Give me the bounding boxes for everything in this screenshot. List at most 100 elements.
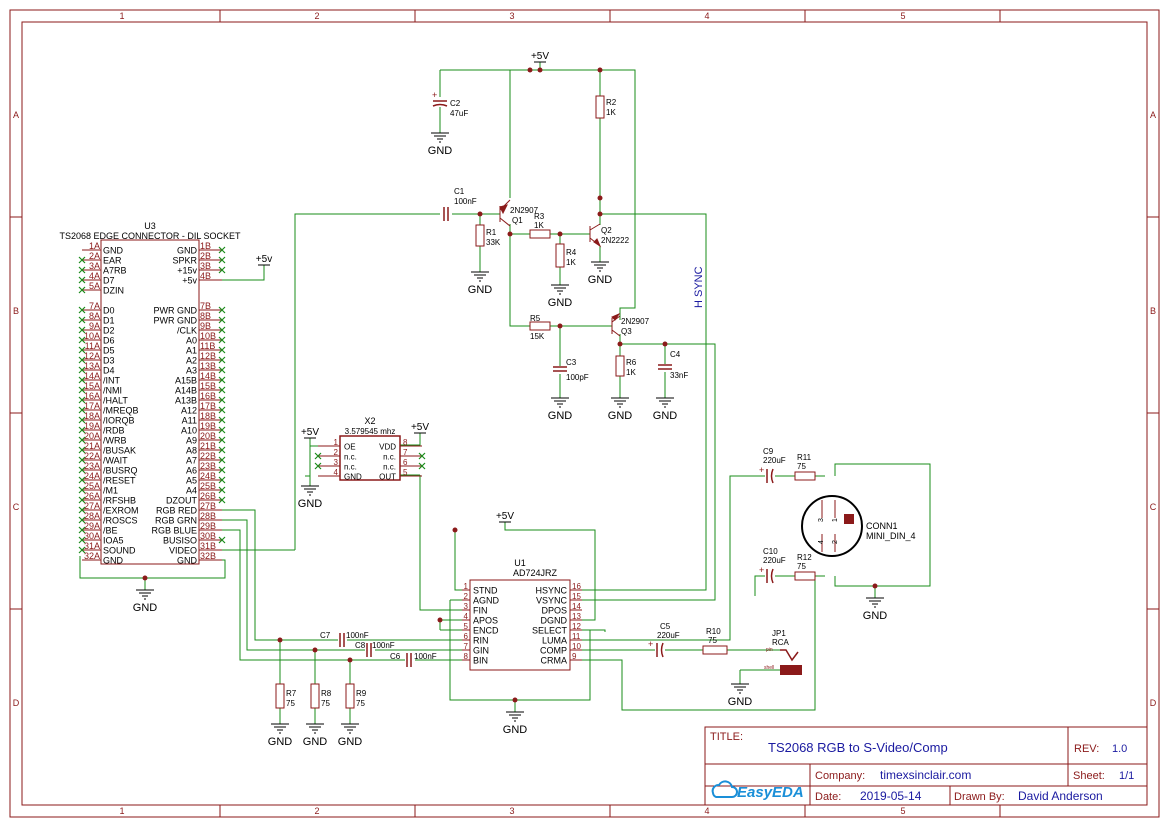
u3-pin-number: 16B [200, 391, 216, 401]
u3-pin-number: 31A [84, 541, 100, 551]
u3-pin-4B: 4B+5v [182, 271, 222, 286]
u3-pin-number: 28A [84, 511, 100, 521]
u3-pin-name: A11 [182, 416, 197, 426]
no-connect-mark [218, 486, 226, 494]
no-connect-mark [418, 452, 426, 460]
u1-pin-number: 16 [572, 582, 581, 591]
no-connect-mark [78, 416, 86, 424]
x2-pin-6: 6n.c. [383, 458, 426, 472]
x2-pin-number: 6 [403, 458, 408, 467]
u3-pin-18A: 18A/IORQB [78, 411, 135, 426]
no-connect-mark [78, 466, 86, 474]
u3-pin-name: EAR [103, 256, 122, 266]
x2-pin-name: VDD [379, 443, 396, 452]
u3-pin-number: 29A [84, 521, 100, 531]
u3-pin-name: /RFSHB [103, 496, 136, 506]
u3-pin-name: RGB RED [156, 506, 198, 516]
u3-pin-number: 15A [84, 381, 100, 391]
resistor-labels: R2 1K R1 33K R3 1K R4 1K R5 15K R6 1K R7… [286, 98, 812, 708]
x2-pin-name: n.c. [344, 453, 357, 462]
r5-value: 15K [530, 332, 545, 341]
no-connect-mark [78, 476, 86, 484]
no-connect-mark [78, 426, 86, 434]
r3-ref: R3 [534, 212, 545, 221]
date-caption: Date: [815, 791, 841, 803]
u3-pin-name: D2 [103, 326, 115, 336]
resistor-r10 [702, 645, 728, 655]
u3-pin-name: IOA5 [103, 536, 124, 546]
ground-symbol: GND [653, 397, 677, 422]
u3-pin-name: /BE [103, 526, 118, 536]
no-connect-mark [78, 516, 86, 524]
ground-symbol: GND [298, 485, 322, 510]
u1-pin-number: 5 [464, 622, 469, 631]
c6-ref: C6 [390, 652, 401, 661]
transistor-q2 [589, 223, 602, 248]
schematic-title: TS2068 RGB to S-Video/Comp [768, 740, 948, 755]
frame-row-label-right: B [1150, 306, 1156, 316]
no-connect-mark [78, 306, 86, 314]
u1-pin-name: HSYNC [535, 586, 567, 596]
u3-pin-number: 30B [200, 531, 216, 541]
u3-pin-name: D6 [103, 336, 115, 346]
edge-connector-u3: U3 TS2068 EDGE CONNECTOR - DIL SOCKET 1A… [59, 221, 241, 566]
c3-ref: C3 [566, 358, 577, 367]
u3-pin-number: 18B [200, 411, 216, 421]
x2-pin-name: OUT [379, 473, 396, 482]
r3-value: 1K [534, 221, 544, 230]
u3-pin-name: RGB BLUE [151, 526, 197, 536]
u3-pin-number: 22B [200, 451, 216, 461]
ground-label: GND [728, 696, 753, 708]
ground-label: GND [548, 297, 573, 309]
resistor-r9 [345, 683, 355, 709]
jp1-value: RCA [772, 638, 790, 647]
u3-pin-name: RGB GRN [155, 516, 197, 526]
rev-value: 1.0 [1112, 743, 1127, 755]
u1-pin-name: STND [473, 586, 498, 596]
u3-pin-number: 27A [84, 501, 100, 511]
r10-ref: R10 [706, 627, 721, 636]
x2-pin-number: 1 [334, 438, 339, 447]
vcc-symbol: +5V [301, 427, 319, 439]
no-connect-mark [78, 356, 86, 364]
c1-ref: C1 [454, 187, 465, 196]
u3-pin-number: 3B [200, 261, 211, 271]
u3-pin-25A: 25A/M1 [78, 481, 118, 496]
c3-value: 100pF [566, 373, 589, 382]
no-connect-mark [78, 346, 86, 354]
frame-row-label-right: D [1150, 698, 1157, 708]
u3-pin-name: A15B [175, 376, 197, 386]
u1-pin-number: 8 [464, 652, 469, 661]
c10-ref: C10 [763, 547, 778, 556]
u3-pin-name: /BUSRQ [103, 466, 138, 476]
capacitor-c4 [658, 364, 672, 370]
no-connect-mark [78, 546, 86, 554]
hsync-net-label: H SYNC [693, 266, 705, 308]
ground-symbol: GND [728, 683, 753, 708]
capacitor-c9 [766, 468, 774, 484]
u1-pin-name: ENCD [473, 626, 499, 636]
ground-label: GND [863, 610, 888, 622]
frame-col-label-top: 5 [900, 11, 905, 21]
resistor-r7 [275, 683, 285, 709]
frame-row-label-left: D [13, 698, 20, 708]
u3-pin-number: 13A [84, 361, 100, 371]
r2-ref: R2 [606, 98, 617, 107]
u3-pin-number: 15B [200, 381, 216, 391]
c7-ref: C7 [320, 631, 331, 640]
no-connect-mark [78, 316, 86, 324]
c8-ref: C8 [355, 641, 366, 650]
capacitor-polarity-marks: ++ ++ [432, 90, 764, 649]
